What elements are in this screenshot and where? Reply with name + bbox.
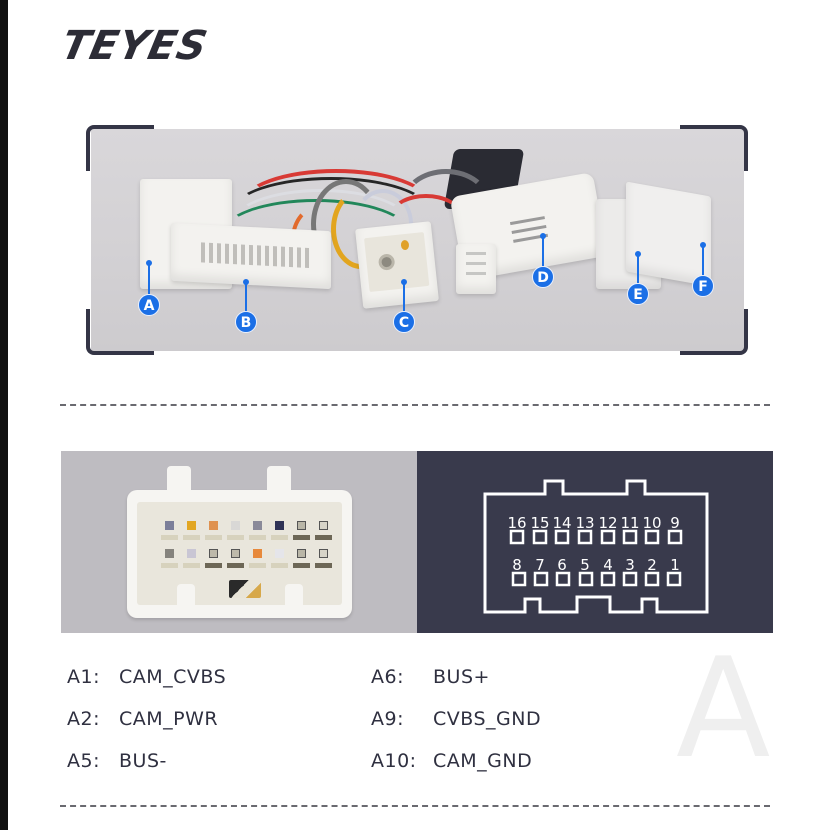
pin-assignment-a10: A10: CAM_GND [371,750,532,772]
marker-f: F [692,275,714,297]
wire-red [241,169,431,239]
svg-text:7: 7 [535,556,545,574]
marker-e: E [627,283,649,305]
leader-dot-b [243,279,249,285]
svg-text:11: 11 [620,514,639,532]
pin-boxes-top-row [509,529,683,545]
svg-text:10: 10 [642,514,661,532]
pin-signal: CAM_PWR [119,708,219,730]
leader-line-c [403,282,405,312]
leader-dot-a [146,260,152,266]
frame-corner-bottom-right [680,309,748,355]
connector-c [355,221,439,309]
wire-red-2 [391,194,461,234]
connector-letter-watermark: A [676,628,771,789]
pinout-diagram-panel: 16 15 14 13 12 11 10 9 8 7 6 5 4 3 2 1 [417,451,773,633]
pin-id: A5: [67,750,100,772]
pin-numbers-bottom-row: 8 7 6 5 4 3 2 1 [512,556,680,574]
leader-dot-e [635,251,641,257]
svg-text:4: 4 [603,556,613,574]
pin-numbers-top-row: 16 15 14 13 12 11 10 9 [507,514,679,532]
svg-text:14: 14 [552,514,571,532]
pin-id: A1: [67,666,100,688]
pin-assignment-a1: A1: CAM_CVBS [67,666,226,688]
svg-text:12: 12 [598,514,617,532]
plug-face [137,502,342,605]
plug-notch-right [285,584,303,618]
pin-assignment-a5: A5: BUS- [67,750,167,772]
left-edge-bar [0,0,8,830]
section-divider-bottom [60,805,770,807]
pin-id: A10: [371,750,417,772]
plug-notch-left [177,584,195,618]
leader-dot-d [540,233,546,239]
connector-b [171,222,331,290]
pin-id: A6: [371,666,404,688]
frame-corner-top-left [86,125,154,171]
svg-text:1: 1 [670,556,680,574]
marker-d: D [532,266,554,288]
svg-text:3: 3 [625,556,635,574]
pin-signal: CAM_CVBS [119,666,227,688]
plug-latch-left [167,466,191,492]
pin-assignment-a6: A6: BUS+ [371,666,490,688]
pin-signal: CAM_GND [433,750,533,772]
connector-a-plug-photo [127,466,352,618]
leader-line-b [245,282,247,312]
svg-text:8: 8 [512,556,522,574]
harness-photo [91,129,744,351]
pin-assignment-a9: A9: CVBS_GND [371,708,541,730]
leader-dot-f [700,242,706,248]
svg-text:9: 9 [670,514,680,532]
pin-boxes-bottom-row [511,571,682,587]
pin-signal: CVBS_GND [433,708,542,730]
connector-small-6pin [456,244,496,294]
frame-corner-top-right [680,125,748,171]
teyes-logo: TEYES [57,23,212,69]
leader-dot-c [401,279,407,285]
svg-text:2: 2 [647,556,657,574]
svg-text:16: 16 [507,514,526,532]
wire-gray-2 [401,169,491,239]
pin-assignment-a2: A2: CAM_PWR [67,708,218,730]
pin-id: A9: [371,708,404,730]
section-divider-top [60,404,770,406]
pin-id: A2: [67,708,100,730]
marker-b: B [235,311,257,333]
leader-line-f [702,245,704,276]
pin-signal: BUS+ [433,666,490,688]
svg-text:5: 5 [580,556,590,574]
marker-c: C [393,311,415,333]
pin-signal: BUS- [119,750,167,772]
wire-black [231,177,431,247]
svg-text:15: 15 [530,514,549,532]
svg-text:13: 13 [575,514,594,532]
plug-latch-right [267,466,291,492]
pinout-diagram: 16 15 14 13 12 11 10 9 8 7 6 5 4 3 2 1 [483,479,709,614]
leader-line-e [637,254,639,284]
marker-a: A [138,294,160,316]
frame-corner-bottom-left [86,309,154,355]
leader-line-d [542,236,544,267]
leader-line-a [148,263,150,294]
svg-text:6: 6 [557,556,567,574]
